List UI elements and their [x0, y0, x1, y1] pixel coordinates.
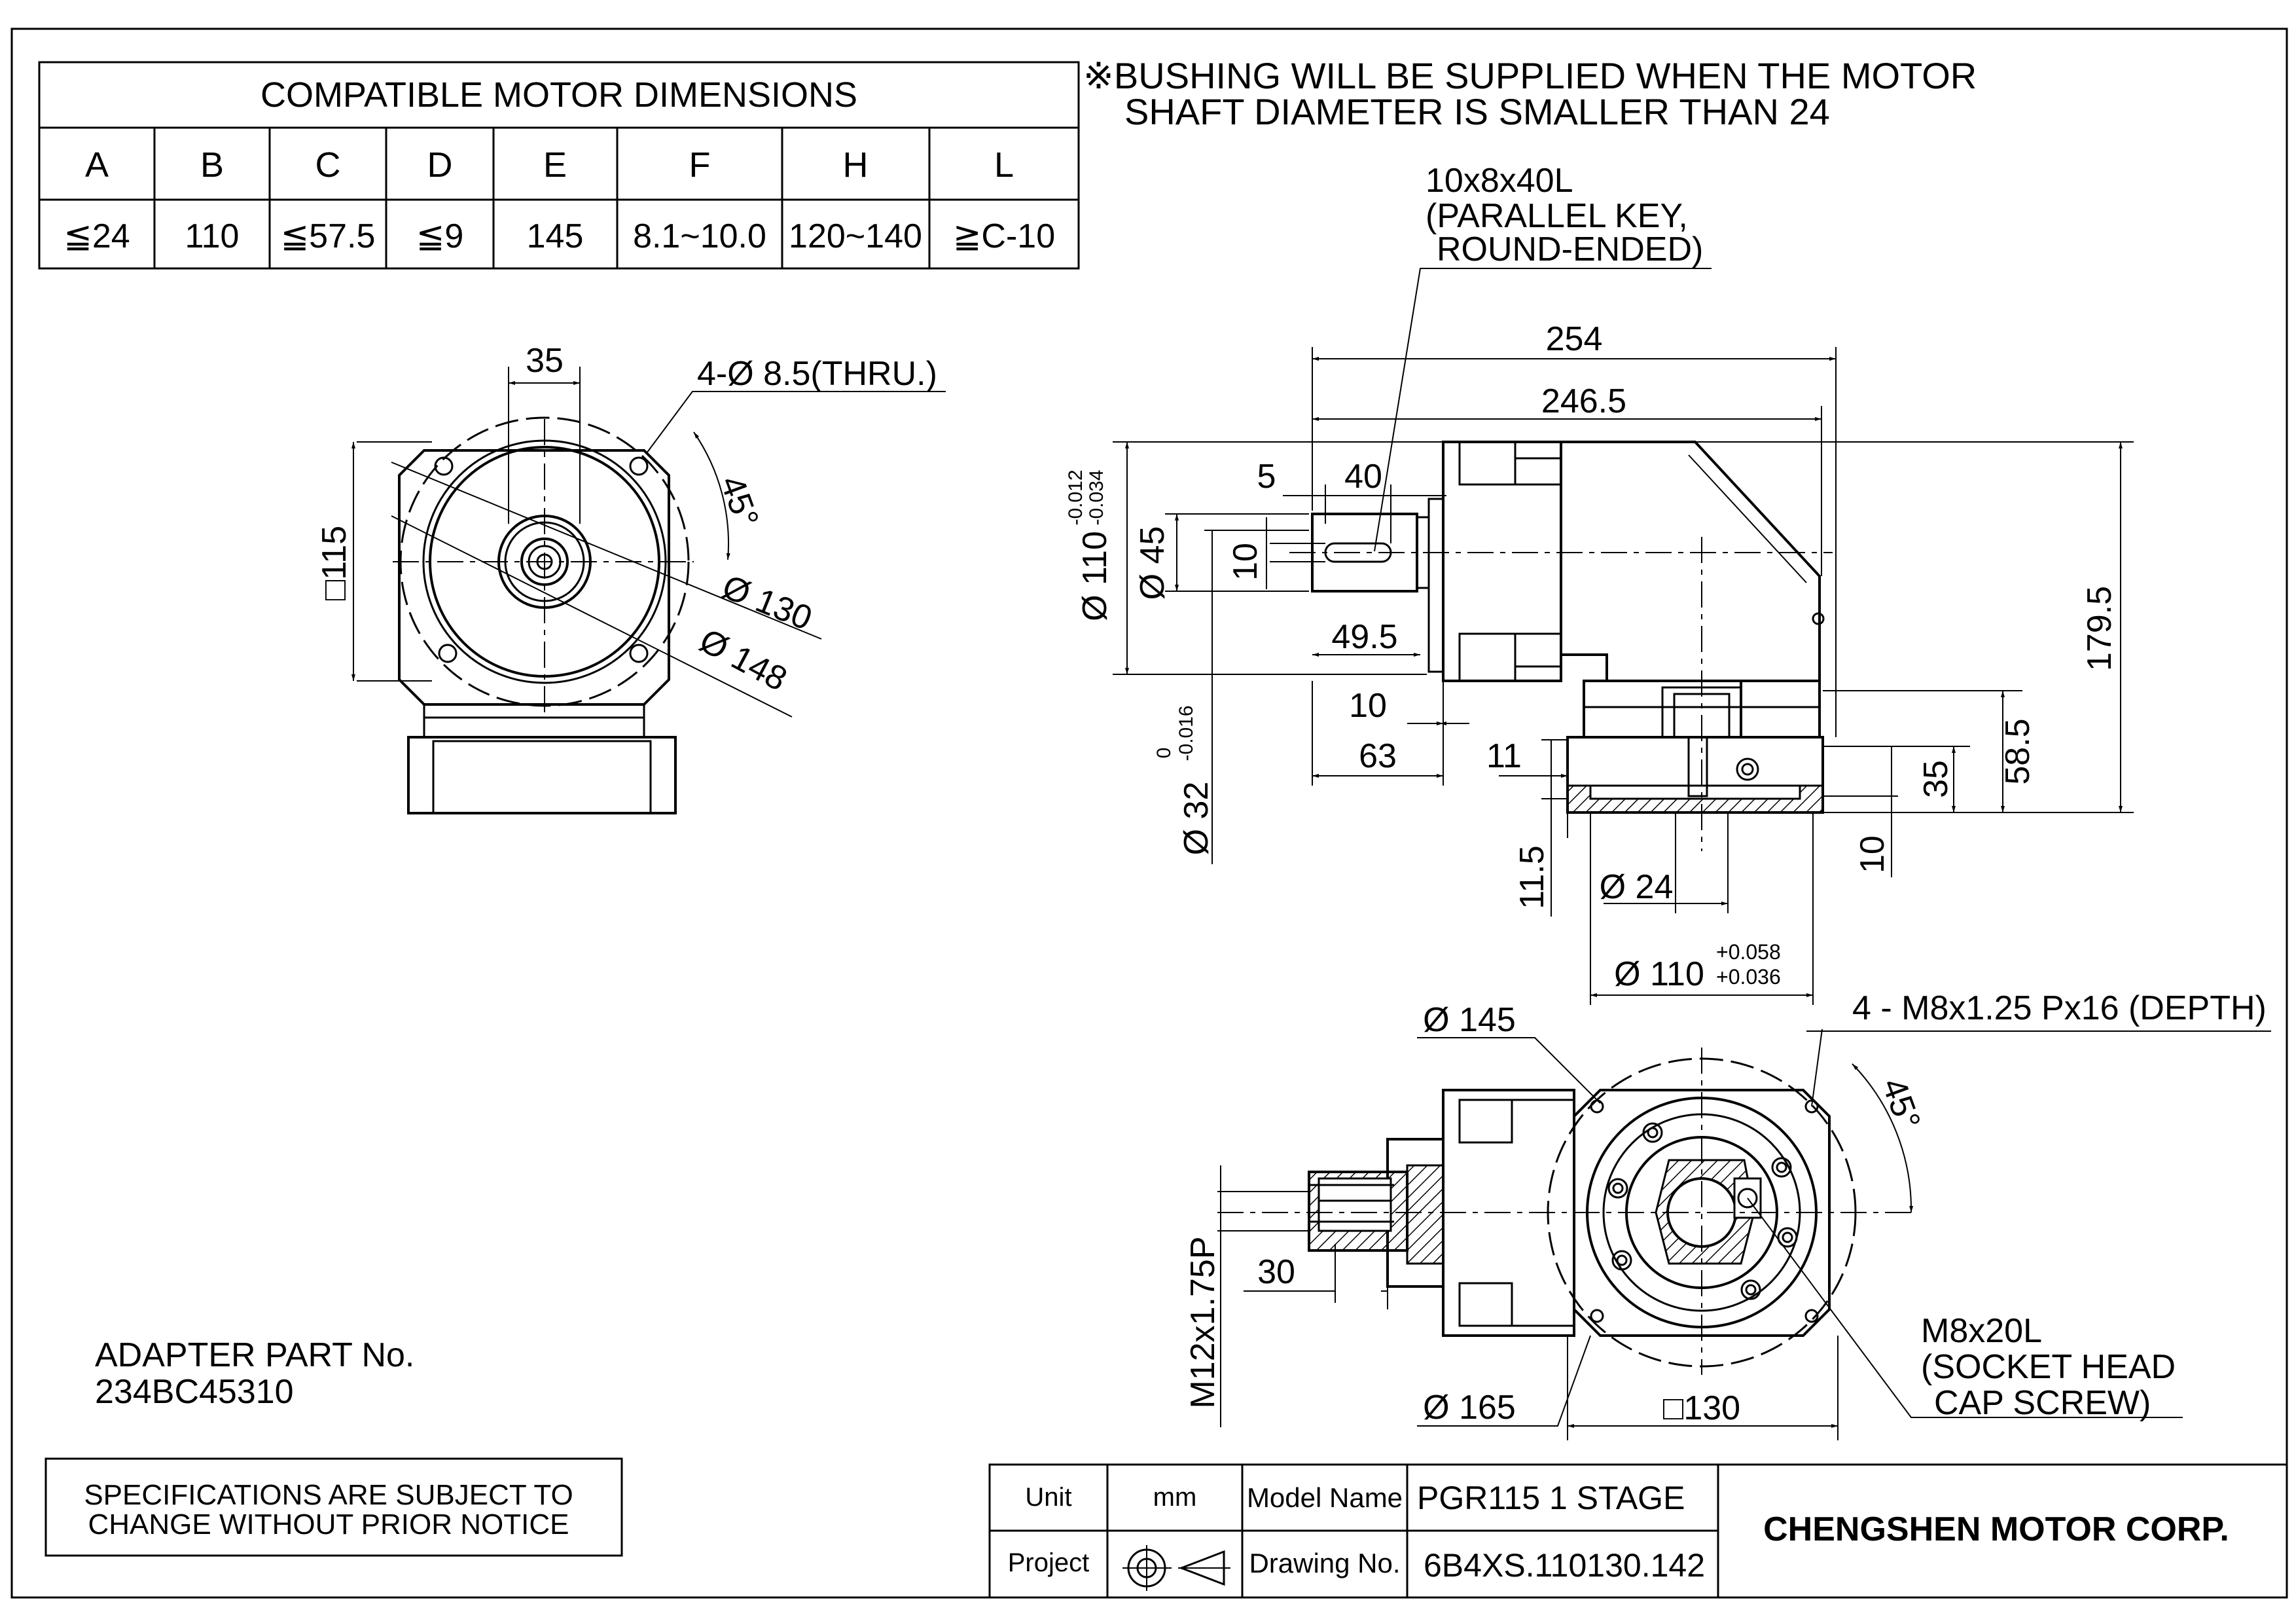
motor-dimensions-table [38, 61, 1080, 270]
motor-table-value-l: ≧C-10 [953, 217, 1055, 255]
adapter-part-number: 234BC45310 [95, 1373, 294, 1411]
motor-table-header-h: H [843, 145, 869, 185]
motor-table-value-e: 145 [527, 217, 584, 255]
front-view [351, 367, 946, 814]
side-height-10: 10 [1854, 835, 1892, 873]
side-view [1113, 268, 2134, 1005]
front-pcd-130: Ø 130 [717, 568, 817, 638]
bottom-holes-label: 4 - M8x1.25 Px16 (DEPTH) [1852, 989, 2267, 1027]
motor-table-header-f: F [689, 145, 711, 185]
title-project-label: Project [1008, 1548, 1090, 1577]
motor-table-value-h: 120~140 [789, 217, 922, 255]
title-model-label: Model Name [1247, 1482, 1403, 1513]
bottom-thread-m12: M12x1.75P [1184, 1236, 1222, 1408]
bottom-angle-45: 45° [1874, 1073, 1928, 1135]
side-key-10: 10 [1227, 543, 1265, 581]
front-dim-35: 35 [526, 342, 564, 380]
title-unit-label: Unit [1025, 1483, 1071, 1512]
bottom-dia-165: Ø 165 [1423, 1389, 1516, 1427]
bottom-view [1217, 1029, 2271, 1440]
title-drawing-label: Drawing No. [1249, 1548, 1400, 1578]
side-dim-49-5: 49.5 [1331, 618, 1397, 656]
side-tol-32-lower: -0.016 [1175, 705, 1197, 761]
bushing-note-line1: ※BUSHING WILL BE SUPPLIED WHEN THE MOTOR [1083, 55, 1977, 96]
motor-table-value-c: ≦57.5 [281, 217, 376, 255]
side-tol-110b-upper: +0.058 [1716, 940, 1781, 964]
bottom-dia-145: Ø 145 [1423, 1001, 1516, 1039]
motor-table-header-c: C [315, 145, 341, 185]
title-block [988, 1463, 2288, 1599]
key-callout-line1: 10x8x40L [1426, 162, 1573, 200]
side-dim-40: 40 [1344, 458, 1382, 496]
bottom-square-130: □130 [1663, 1389, 1740, 1427]
side-dia-110: Ø 110 [1076, 531, 1114, 621]
motor-table-value-b: 110 [185, 217, 240, 255]
motor-table-header-l: L [994, 145, 1014, 185]
side-tol-110b-lower: +0.036 [1716, 965, 1781, 989]
spec-notice-box [45, 1457, 623, 1557]
side-dim-63: 63 [1359, 737, 1397, 775]
motor-table-header-a: A [85, 145, 109, 185]
front-holes-label: 4-Ø 8.5(THRU.) [697, 355, 937, 393]
bottom-dim-30: 30 [1257, 1253, 1295, 1291]
motor-table-value-f: 8.1~10.0 [633, 217, 766, 255]
bushing-note-line2: SHAFT DIAMETER IS SMALLER THAN 24 [1124, 91, 1830, 132]
title-drawing-value: 6B4XS.110130.142 [1424, 1547, 1705, 1584]
side-tol-110-lower: -0.034 [1086, 469, 1107, 525]
side-tol-32-upper: 0 [1153, 748, 1175, 759]
motor-table-header-e: E [543, 145, 567, 185]
key-callout-line2: (PARALLEL KEY, [1426, 197, 1688, 235]
title-unit-value: mm [1153, 1483, 1197, 1512]
screw-callout-line2: (SOCKET HEAD [1921, 1348, 2176, 1386]
side-height-35: 35 [1917, 760, 1955, 798]
adapter-part-label: ADAPTER PART No. [95, 1336, 414, 1374]
title-model-value: PGR115 1 STAGE [1417, 1480, 1685, 1516]
side-tol-110-upper: -0.012 [1065, 469, 1086, 525]
motor-table-title: COMPATIBLE MOTOR DIMENSIONS [260, 75, 857, 115]
motor-table-value-d: ≦9 [416, 217, 464, 255]
front-square-115: □115 [315, 526, 353, 600]
side-height-11-5: 11.5 [1513, 845, 1551, 909]
side-dia-24: Ø 24 [1600, 868, 1674, 906]
screw-callout-line3: CAP SCREW) [1934, 1384, 2151, 1422]
side-dia-45: Ø 45 [1134, 526, 1172, 600]
company-name: CHENGSHEN MOTOR CORP. [1763, 1510, 2229, 1548]
motor-table-header-b: B [200, 145, 224, 185]
side-height-58-5: 58.5 [1999, 718, 2037, 784]
side-dia-110-bottom: Ø 110 [1614, 955, 1704, 993]
front-pcd-148: Ø 148 [693, 621, 793, 699]
motor-table-value-a: ≦24 [63, 217, 130, 255]
side-dim-10: 10 [1349, 687, 1387, 725]
side-dim-5: 5 [1257, 458, 1276, 496]
side-dim-246-5: 246.5 [1541, 382, 1626, 420]
motor-table-header-d: D [427, 145, 453, 185]
front-angle-45: 45° [713, 471, 766, 532]
side-dim-254: 254 [1546, 320, 1603, 358]
side-dim-11: 11 [1486, 737, 1522, 775]
side-height-179-5: 179.5 [2081, 586, 2119, 671]
spec-notice-line2: CHANGE WITHOUT PRIOR NOTICE [88, 1508, 569, 1541]
side-dia-32: Ø 32 [1177, 782, 1215, 856]
spec-notice-line1: SPECIFICATIONS ARE SUBJECT TO [84, 1479, 573, 1511]
key-callout-line3: ROUND-ENDED) [1437, 230, 1703, 268]
screw-callout-line1: M8x20L [1921, 1312, 2042, 1350]
